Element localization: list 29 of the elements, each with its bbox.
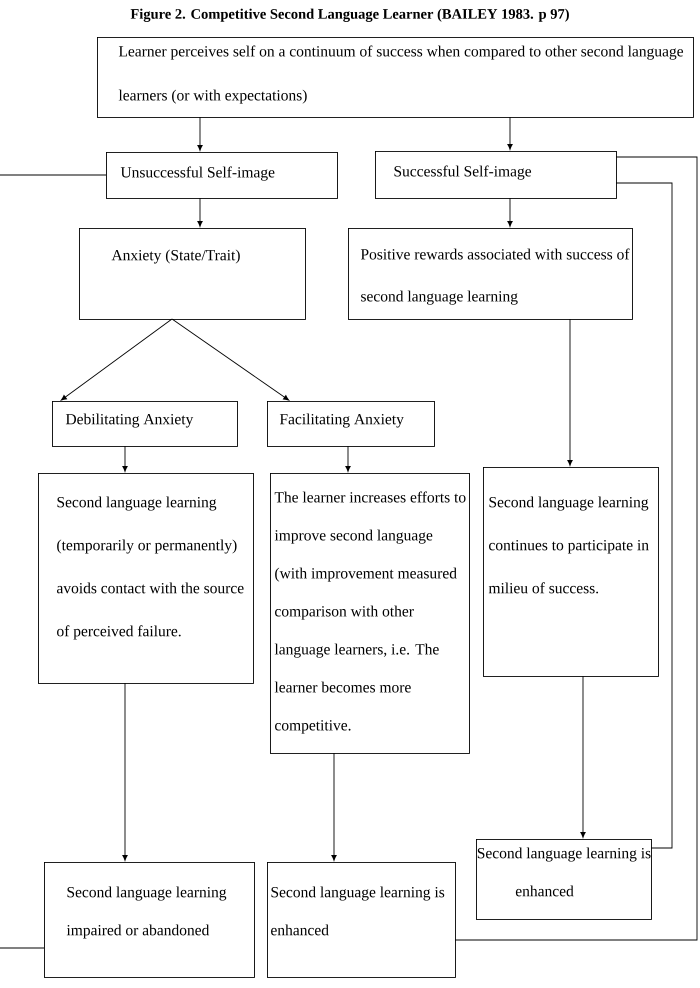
arrow [60,318,172,400]
text-box: Second language learning is enhanced [476,839,652,920]
text-box: Learner perceives self on a continuum of success when compared to other second language learners (or with expectations) [97,37,694,118]
text-box: Second language learning is enhanced [267,862,456,978]
connector-line [616,182,672,848]
text-box: Second language learning (temporarily or permanently) avoids contact with the source of perceived failure. [38,473,254,684]
arrow [172,318,290,401]
text-box: Second language learning impaired or abandoned [44,862,255,978]
arrow [345,446,351,472]
text-box: The learner increases efforts to improve second language (with improvement measured comparison with other language learners, i.e. The learner becomes more competitive. [270,473,470,754]
text-box: Successful Self-image [375,151,617,199]
connector-line [0,174,106,176]
arrow [331,752,337,861]
connector-line [454,156,698,940]
text-box: Debilitating Anxiety [52,401,238,447]
arrow [122,682,128,861]
arrow [567,318,573,466]
text-box: Positive rewards associated with success of second language learning [348,228,633,320]
arrow [122,446,128,472]
arrow [197,198,203,227]
arrow [507,198,513,227]
text-box: Second language learning continues to participate in milieu of success. [483,467,659,677]
arrow [580,676,586,838]
text-box: Unsuccessful Self-image [106,152,338,199]
figure-title: Figure 2. Competitive Second Language Learner (BAILEY 1983. p 97) [130,8,569,22]
arrow [197,116,203,151]
text-box: Anxiety (State/Trait) [79,228,306,320]
text-box: Facilitating Anxiety [267,401,435,447]
arrow [507,116,513,150]
